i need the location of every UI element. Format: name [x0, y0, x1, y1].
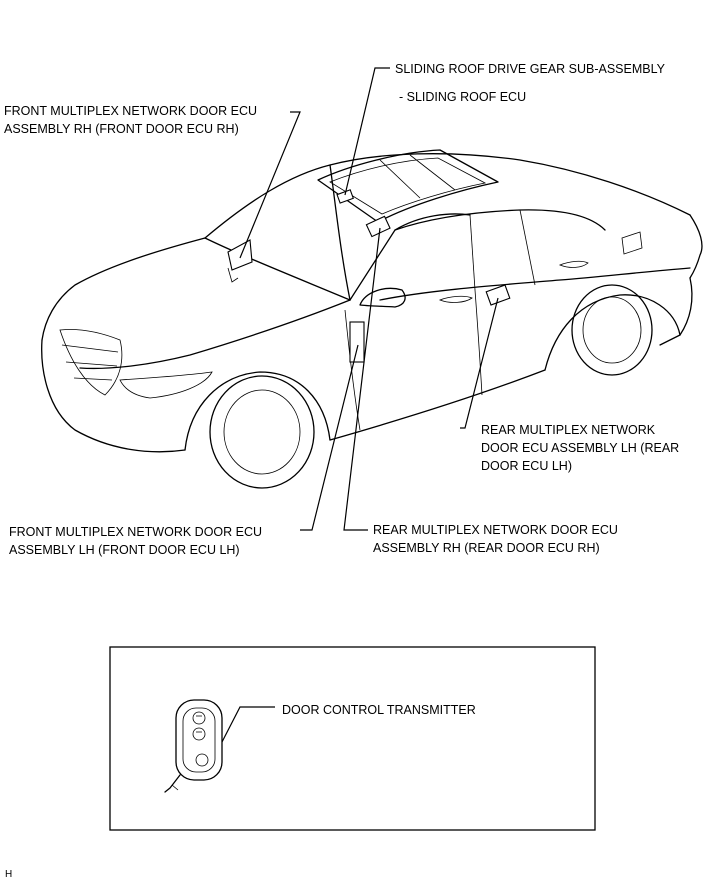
label-front-lh-line2: ASSEMBLY LH (FRONT DOOR ECU LH) [9, 543, 240, 557]
label-rear-lh-line1: REAR MULTIPLEX NETWORK [481, 423, 656, 437]
leader-lines [221, 67, 499, 743]
label-rear-rh-line2: ASSEMBLY RH (REAR DOOR ECU RH) [373, 541, 600, 555]
lock-button-icon [192, 711, 206, 725]
label-rear-lh-line3: DOOR ECU LH) [481, 459, 572, 473]
panic-button-icon [195, 753, 209, 767]
transmitter-box [109, 646, 596, 831]
footer-code: H [5, 869, 12, 880]
label-front-lh-line1: FRONT MULTIPLEX NETWORK DOOR ECU [9, 525, 262, 539]
label-sliding-roof-gear: SLIDING ROOF DRIVE GEAR SUB-ASSEMBLY [395, 62, 666, 76]
label-rear-lh-line2: DOOR ECU ASSEMBLY LH (REAR [481, 441, 679, 455]
label-front-rh-line2: ASSEMBLY RH (FRONT DOOR ECU RH) [4, 122, 239, 136]
label-sliding-roof-ecu: - SLIDING ROOF ECU [399, 90, 526, 104]
label-front-rh-line1: FRONT MULTIPLEX NETWORK DOOR ECU [4, 104, 257, 118]
key-fob-illustration [164, 699, 223, 793]
label-door-control-transmitter: DOOR CONTROL TRANSMITTER [282, 703, 476, 717]
car-illustration [41, 149, 703, 489]
unlock-button-icon [192, 727, 206, 741]
labels: SLIDING ROOF DRIVE GEAR SUB-ASSEMBLY - S… [4, 62, 679, 717]
label-rear-rh-line1: REAR MULTIPLEX NETWORK DOOR ECU [373, 523, 618, 537]
